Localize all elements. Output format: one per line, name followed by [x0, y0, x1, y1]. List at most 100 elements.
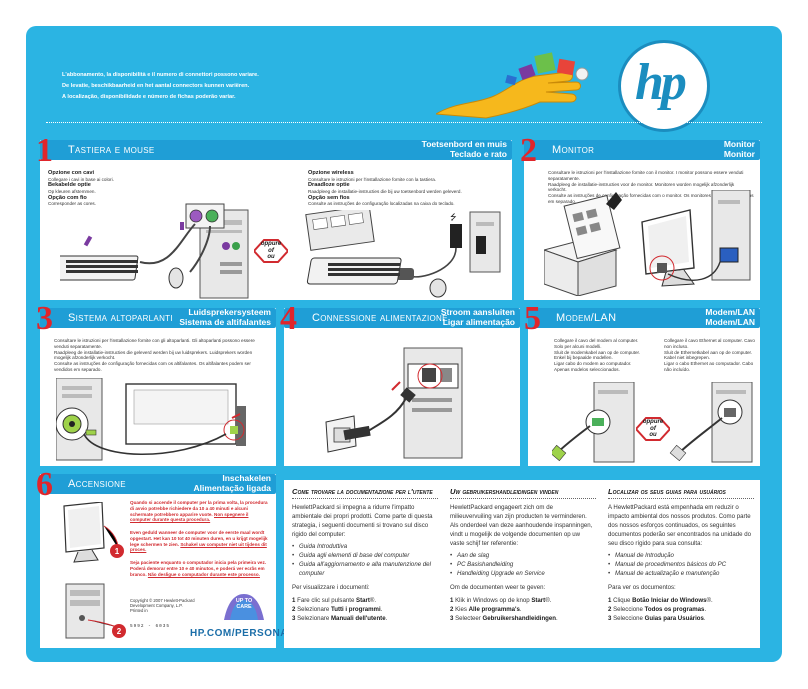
receiver-icon: [396, 268, 414, 280]
doc-steps: 1 Clique Botão Iniciar do Windows®. 2 Se…: [608, 596, 754, 623]
cd-icon: [575, 67, 589, 81]
power-socket-icon: [422, 368, 436, 382]
step-number: 6: [36, 466, 53, 503]
banner-text: L'abbonamento, la disponibilità e il num…: [62, 70, 392, 103]
lan-illustration: [669, 382, 753, 463]
doc-column-nl: Uw gebruikershandleidingen vinden Hewlet…: [450, 487, 596, 623]
banner-line-nl: De levatie, beschikbaarheid en het aanta…: [62, 83, 250, 89]
speaker-instructions-text: Consultare le istruzioni per l'installaz…: [54, 338, 255, 372]
startup-warning-nl: Even geduld wanneer de computer voor de …: [130, 530, 268, 553]
list-item: Handleiding Upgrade en Service: [450, 570, 596, 579]
list-item: Manual de Introdução: [608, 552, 754, 561]
speaker-icon: [236, 406, 246, 446]
list-item: 2 Kies Alle programma's.: [450, 605, 522, 613]
list-item: PC Basishandleiding: [450, 561, 596, 570]
panel-header: Monitor Monitor Monitor: [524, 139, 760, 160]
list-item: 2 Seleccione Todos os programas.: [608, 605, 707, 613]
panel-subtitle: Toetsenbord en muis Teclado e rato: [421, 139, 507, 159]
panel-header: Tastiera e mouse Toetsenbord en muis Tec…: [40, 139, 512, 160]
panel-header: Accensione Inschakelen Alimentação ligad…: [40, 473, 276, 494]
panel-header: Sistema altoparlanti Luidsprekersysteem …: [40, 307, 276, 328]
wireless-option-text: Opzione wireless Consultare le istruzion…: [308, 170, 462, 207]
doc-list: Manual de Introdução Manual de procedime…: [608, 552, 754, 578]
panel-header: Connessione alimentazione Stroom aanslui…: [284, 307, 520, 328]
vga-port-icon: [719, 247, 739, 263]
power-illustration: [325, 347, 463, 459]
panel-subtitle: Stroom aansluiten Ligar alimentação: [440, 307, 515, 327]
step-badge-2: 2: [112, 624, 126, 638]
list-item: 3 Selezionare Manuali dell'utente.: [292, 614, 388, 622]
panel-subtitle: Modem/LAN Modem/LAN: [705, 307, 755, 327]
doc-column-it: Come trovare la documentazione per l'ute…: [292, 487, 438, 623]
step-number: 2: [520, 132, 537, 169]
panel-speakers: Sistema altoparlanti Luidsprekersysteem …: [36, 302, 276, 466]
banner-line-pt: A localização, disponibilidade e número …: [62, 94, 236, 100]
step-number: 4: [280, 300, 297, 337]
list-item: Manual de procedimentos básicos do PC: [608, 561, 754, 570]
list-item: 3 Selecteer Gebruikershandleidingen.: [450, 614, 558, 622]
list-item: 1 Fare clic sul pulsante Start®.: [292, 596, 377, 604]
panel-power-on: Accensione Inschakelen Alimentação ligad…: [36, 468, 294, 648]
list-item: Guida Introduttiva: [292, 543, 438, 552]
doc-heading: Localizar os seus guias para usuários: [608, 487, 754, 500]
doc-list: Guida Introduttiva Guida agli elementi d…: [292, 543, 438, 578]
startup-warning-pt: Seja paciente enquanto o computador inic…: [130, 560, 267, 577]
monitor-instructions-text: Consultare le istruzioni per l'installaz…: [548, 170, 754, 204]
panel-title: Accensione: [68, 478, 126, 490]
mouse-icon: [168, 267, 184, 289]
hp-logo: hp: [618, 40, 710, 132]
step-number: 1: [36, 132, 53, 169]
list-item: Guida all'aggiornamento e alla manutenzi…: [292, 561, 438, 579]
care-hands-icon: [224, 594, 264, 620]
part-number: 5992 - 6035: [130, 624, 170, 629]
svg-text:⭍: ⭍: [450, 213, 457, 222]
doc-column-pt: Localizar os seus guias para usuários A …: [608, 487, 754, 623]
quick-setup-sheet: L'abbonamento, la disponibilità e il num…: [26, 26, 782, 662]
list-item: Aan de slag: [450, 552, 596, 561]
wired-keyboard-mouse-illustration: [60, 203, 249, 299]
list-item: 1 Klik in Windows op de knop Start®.: [450, 596, 552, 604]
panel-title: Sistema altoparlanti: [68, 312, 173, 324]
hand-pointer-icon: [606, 192, 622, 210]
panel-title: Tastiera e mouse: [68, 144, 155, 156]
step-badge-1: 1: [110, 544, 124, 558]
power-plug-icon: [400, 387, 416, 403]
lan-instructions-text: Collegare il cavo Ethernet al computer. …: [664, 338, 755, 372]
list-item: 1 Clique Botão Iniciar do Windows®.: [608, 596, 713, 604]
panel-header: Modem/LAN Modem/LAN Modem/LAN: [528, 307, 760, 328]
panel-subtitle: Inschakelen Alimentação ligada: [193, 473, 271, 493]
list-item: 2 Selezionare Tutti i programmi.: [292, 605, 383, 613]
panel-subtitle: Luidsprekersysteem Sistema de altifalant…: [179, 307, 271, 327]
banner-divider: [46, 122, 762, 123]
wired-option-text: Opzione con cavi Collegare i cavi in bas…: [48, 170, 114, 207]
modem-port-icon: [592, 418, 604, 426]
hp-website[interactable]: HP.COM/PERSONAL: [190, 628, 295, 639]
ethernet-port-icon: [724, 408, 736, 417]
list-item: Guida agli elementi di base del computer: [292, 552, 438, 561]
speaker-illustration: [56, 378, 246, 461]
copyright: Copyright © 2007 Hewlett-Packard Develop…: [130, 598, 195, 613]
photo-tile-icon: [534, 52, 556, 74]
panel-modem-lan: Modem/LAN Modem/LAN Modem/LAN 5 Collegar…: [524, 302, 760, 466]
banner-line-it: L'abbonamento, la disponibilità e il num…: [62, 72, 259, 78]
modem-illustration: [552, 382, 635, 463]
doc-steps: 1 Fare clic sul pulsante Start®. 2 Selez…: [292, 596, 438, 623]
mouse-icon: [429, 278, 447, 298]
doc-steps: 1 Klik in Windows op de knop Start®. 2 K…: [450, 596, 596, 623]
step-number: 3: [36, 300, 53, 337]
list-item: Manual de actualização e manutenção: [608, 570, 754, 579]
documentation-section: Come trovare la documentazione per l'ute…: [284, 480, 760, 648]
startup-warning-it: Quando si accende il computer per la pri…: [130, 500, 268, 523]
panel-title: Monitor: [552, 144, 595, 156]
doc-list: Aan de slag PC Basishandleiding Handleid…: [450, 552, 596, 578]
modem-instructions-text: Collegare il cavo del modem al computer.…: [554, 338, 641, 372]
list-item: 3 Seleccione Guias para Usuários.: [608, 614, 706, 622]
panel-keyboard-mouse: Tastiera e mouse Toetsenbord en muis Tec…: [36, 134, 512, 300]
hand-illustration-icon: [436, 52, 589, 119]
wireless-keyboard-mouse-illustration: ⭍: [305, 210, 501, 298]
doc-heading: Uw gebruikershandleidingen vinden: [450, 487, 596, 500]
step-number: 5: [524, 300, 541, 337]
monitor-illustration: [544, 190, 751, 296]
